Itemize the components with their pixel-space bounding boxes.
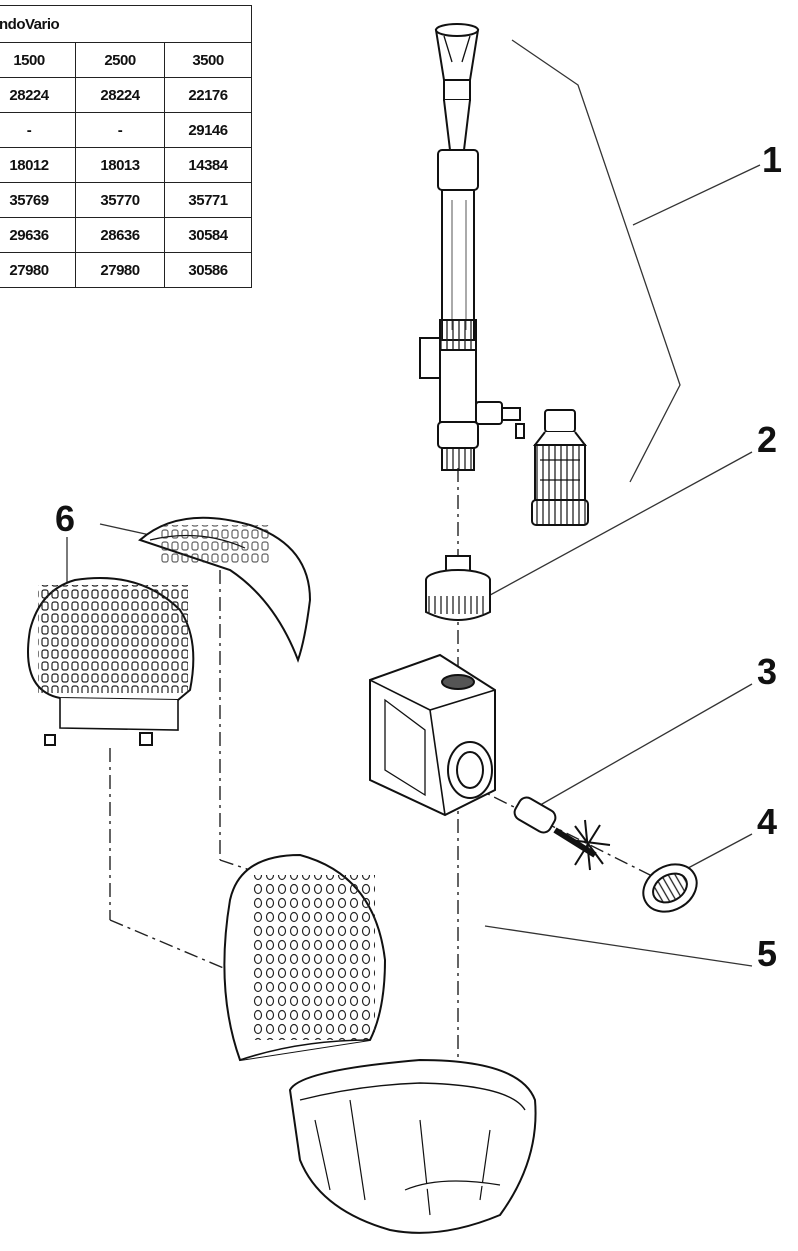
table-cell: 35770 <box>75 182 165 218</box>
table-cell: 14384 <box>164 147 252 183</box>
callout-1: 1 <box>762 139 782 180</box>
table-cell: 28224 <box>75 77 165 113</box>
callout-2: 2 <box>757 419 777 460</box>
spare-parts-table: ndoVario 1500 2500 3500 28224 28224 2217… <box>0 5 252 288</box>
table-header-cell: 2500 <box>75 42 165 78</box>
callout-5: 5 <box>757 933 777 974</box>
table-cell: 22176 <box>164 77 252 113</box>
riser-tube-part <box>419 23 525 471</box>
table-row: 29636 28636 30584 <box>0 217 252 253</box>
table-title-row: ndoVario <box>0 5 252 43</box>
union-nut-part <box>425 555 491 621</box>
table-cell: 30584 <box>164 217 252 253</box>
table-cell: 30586 <box>164 252 252 288</box>
table-cell: 18013 <box>75 147 165 183</box>
table-cell: 28224 <box>0 77 76 113</box>
callout-4: 4 <box>757 801 777 842</box>
table-header-cell: 1500 <box>0 42 76 78</box>
table-title: ndoVario <box>0 5 252 43</box>
table-row: 18012 18013 14384 <box>0 147 252 183</box>
callout-6: 6 <box>55 498 75 539</box>
callout-labels: 1 2 3 4 5 6 <box>55 139 782 974</box>
leader-lines <box>66 39 761 967</box>
table-header-row: 1500 2500 3500 <box>0 42 252 78</box>
impeller-part <box>513 796 611 871</box>
callout-3: 3 <box>757 651 777 692</box>
hose-connector-part <box>531 409 589 526</box>
table-cell: 18012 <box>0 147 76 183</box>
pump-motor-part <box>369 653 496 817</box>
table-cell: 27980 <box>75 252 165 288</box>
prefilter-shell-part <box>27 516 312 746</box>
table-row: - - 29146 <box>0 112 252 148</box>
table-row: 27980 27980 30586 <box>0 252 252 288</box>
table-cell: - <box>0 112 76 148</box>
table-row: 28224 28224 22176 <box>0 77 252 113</box>
table-cell: 35771 <box>164 182 252 218</box>
impeller-cover-part <box>642 863 698 913</box>
table-cell: 29146 <box>164 112 252 148</box>
filter-basket-part <box>223 853 537 1234</box>
